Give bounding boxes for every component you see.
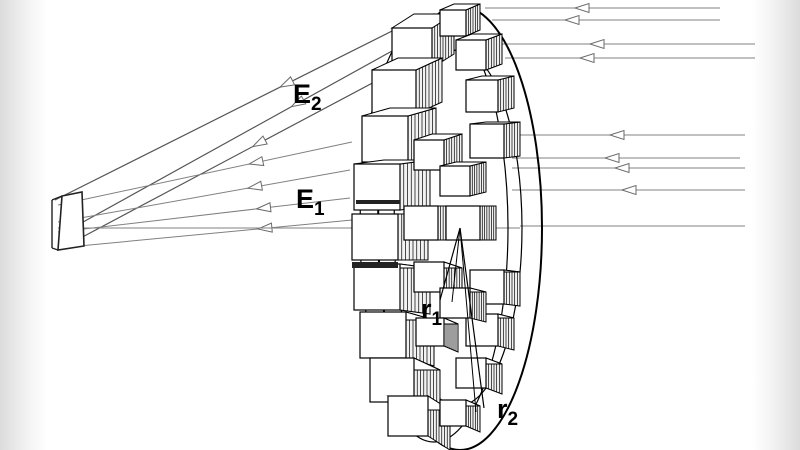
mirror-block (455, 357, 503, 395)
block-front (465, 79, 499, 113)
arrow-icon (563, 14, 580, 26)
block-front (445, 205, 481, 241)
mirror-block (371, 57, 443, 115)
arrow-icon (247, 155, 265, 167)
radius-line-r2 (459, 227, 477, 413)
reflected-beam-edge (57, 61, 413, 251)
left-margin-shade (0, 0, 48, 450)
arrow-icon (246, 180, 263, 191)
arrow-icon (603, 152, 620, 164)
receiver-face (57, 191, 85, 251)
block-front (439, 399, 467, 427)
mirror-block (359, 311, 435, 367)
radius-lines (439, 227, 485, 413)
reflected-ray (57, 197, 351, 233)
reflected-beam-edge (64, 29, 431, 233)
block-front (403, 205, 439, 241)
mirror-block (413, 133, 463, 171)
label-r2: r2 (497, 394, 518, 430)
block-front (413, 261, 445, 293)
block-front (415, 317, 445, 347)
mirror-block (415, 317, 459, 353)
mirror-ring (351, 3, 543, 450)
block-front (455, 39, 487, 71)
mirror-block (445, 205, 497, 241)
block-front (361, 115, 409, 163)
mirror-block (439, 287, 487, 323)
arrow-icon (608, 129, 625, 141)
label-e1: E1 (296, 184, 325, 220)
block-front (369, 357, 415, 403)
arrow-icon (573, 2, 590, 14)
arrow-icon (578, 52, 595, 64)
block-front (455, 357, 487, 389)
arrow-icon (254, 202, 272, 213)
labels: E2 E1 r1 r2 (293, 79, 518, 430)
receiver-edge (51, 247, 59, 251)
receiver-edge (51, 195, 63, 201)
reflected-ray (57, 141, 353, 206)
reflected-beam-edge (54, 17, 419, 201)
label-e2: E2 (293, 79, 322, 115)
mirror-block (439, 161, 487, 197)
radius-line-r1 (439, 227, 461, 301)
mirror-block (469, 121, 521, 159)
light-rays (54, 2, 755, 251)
label-r1: r1 (421, 294, 443, 330)
arrow-icon (278, 76, 296, 88)
mirror-block (465, 75, 515, 113)
arrow-icon (588, 38, 605, 50)
arrow-icon (613, 162, 630, 174)
receiver-prism (51, 191, 85, 251)
block-front (353, 263, 401, 311)
block-front (439, 165, 471, 197)
reflected-ray (57, 219, 353, 249)
arrow-icon (289, 95, 307, 108)
block-front (439, 287, 471, 319)
block-front (439, 9, 467, 37)
arrow-icon (620, 184, 637, 196)
mirror-block (465, 313, 515, 351)
radius-line-r1 (451, 227, 461, 303)
block-front (351, 213, 399, 261)
block-front (387, 395, 429, 437)
block-front (469, 123, 505, 159)
arrow-icon (251, 135, 268, 148)
block-front (359, 311, 407, 359)
mirror-block (439, 3, 481, 37)
radius-line-r2 (459, 227, 485, 409)
block-front (371, 69, 417, 115)
block-front (413, 139, 445, 171)
right-margin-shade (752, 0, 800, 450)
reflected-ray (57, 169, 351, 223)
mirror-block (455, 33, 503, 71)
block-shadow (356, 200, 400, 204)
block-shadow (352, 262, 398, 268)
